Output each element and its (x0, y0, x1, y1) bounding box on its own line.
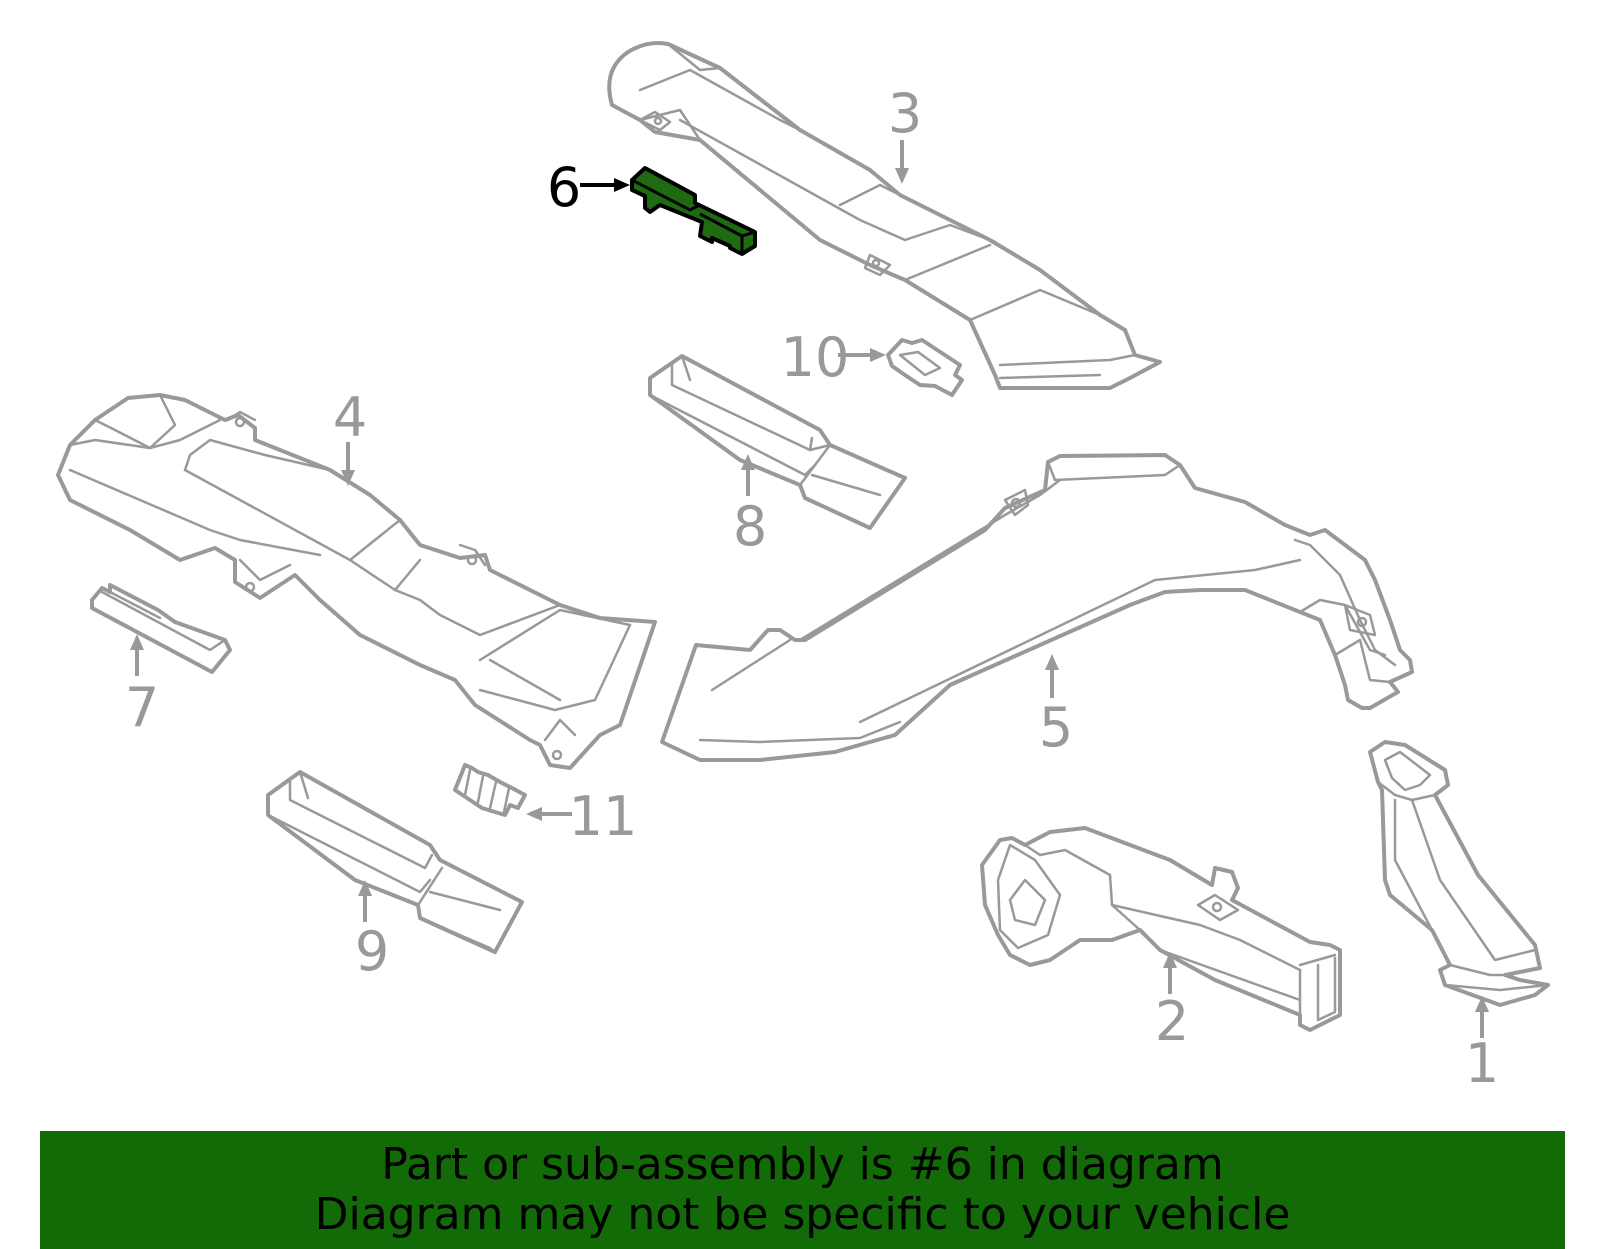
callout-label-9: 9 (355, 920, 389, 983)
callout-3: 3 (888, 82, 922, 184)
part-5-duct[interactable] (660, 453, 1414, 762)
part-2-duct[interactable] (980, 826, 1342, 1032)
callout-label-10: 10 (781, 326, 850, 389)
part-4-duct[interactable] (56, 393, 657, 770)
callout-9: 9 (355, 880, 389, 983)
callout-label-2: 2 (1155, 990, 1189, 1053)
callout-6: 6 (547, 156, 630, 219)
part-7-strip[interactable] (90, 583, 232, 674)
callout-label-7: 7 (125, 676, 159, 739)
callout-8: 8 (733, 454, 767, 558)
callout-11: 11 (526, 785, 637, 848)
callout-label-11: 11 (569, 785, 638, 848)
callout-1: 1 (1465, 996, 1499, 1095)
part-11-grille[interactable] (453, 763, 527, 817)
part-3-duct[interactable] (607, 41, 1162, 390)
banner-line-1: Part or sub-assembly is #6 in diagram (381, 1139, 1224, 1190)
callout-5: 5 (1039, 654, 1073, 759)
callout-7: 7 (125, 634, 159, 739)
info-banner: Part or sub-assembly is #6 in diagram Di… (40, 1131, 1565, 1249)
callout-label-8: 8 (733, 495, 767, 558)
callout-label-4: 4 (333, 386, 367, 449)
banner-line-2: Diagram may not be specific to your vehi… (314, 1189, 1291, 1240)
part-10-clip[interactable] (886, 338, 964, 397)
callout-label-3: 3 (888, 82, 922, 145)
part-6-highlighted[interactable] (630, 166, 757, 256)
part-9-tray[interactable] (266, 770, 524, 954)
part-1-duct[interactable] (1368, 740, 1550, 1007)
callout-label-1: 1 (1465, 1032, 1499, 1095)
callout-label-6: 6 (547, 156, 581, 219)
callout-10: 10 (781, 326, 886, 389)
part-8-tray[interactable] (648, 354, 907, 530)
callout-4: 4 (333, 386, 367, 486)
callout-2: 2 (1155, 952, 1189, 1053)
callout-label-5: 5 (1039, 696, 1073, 759)
